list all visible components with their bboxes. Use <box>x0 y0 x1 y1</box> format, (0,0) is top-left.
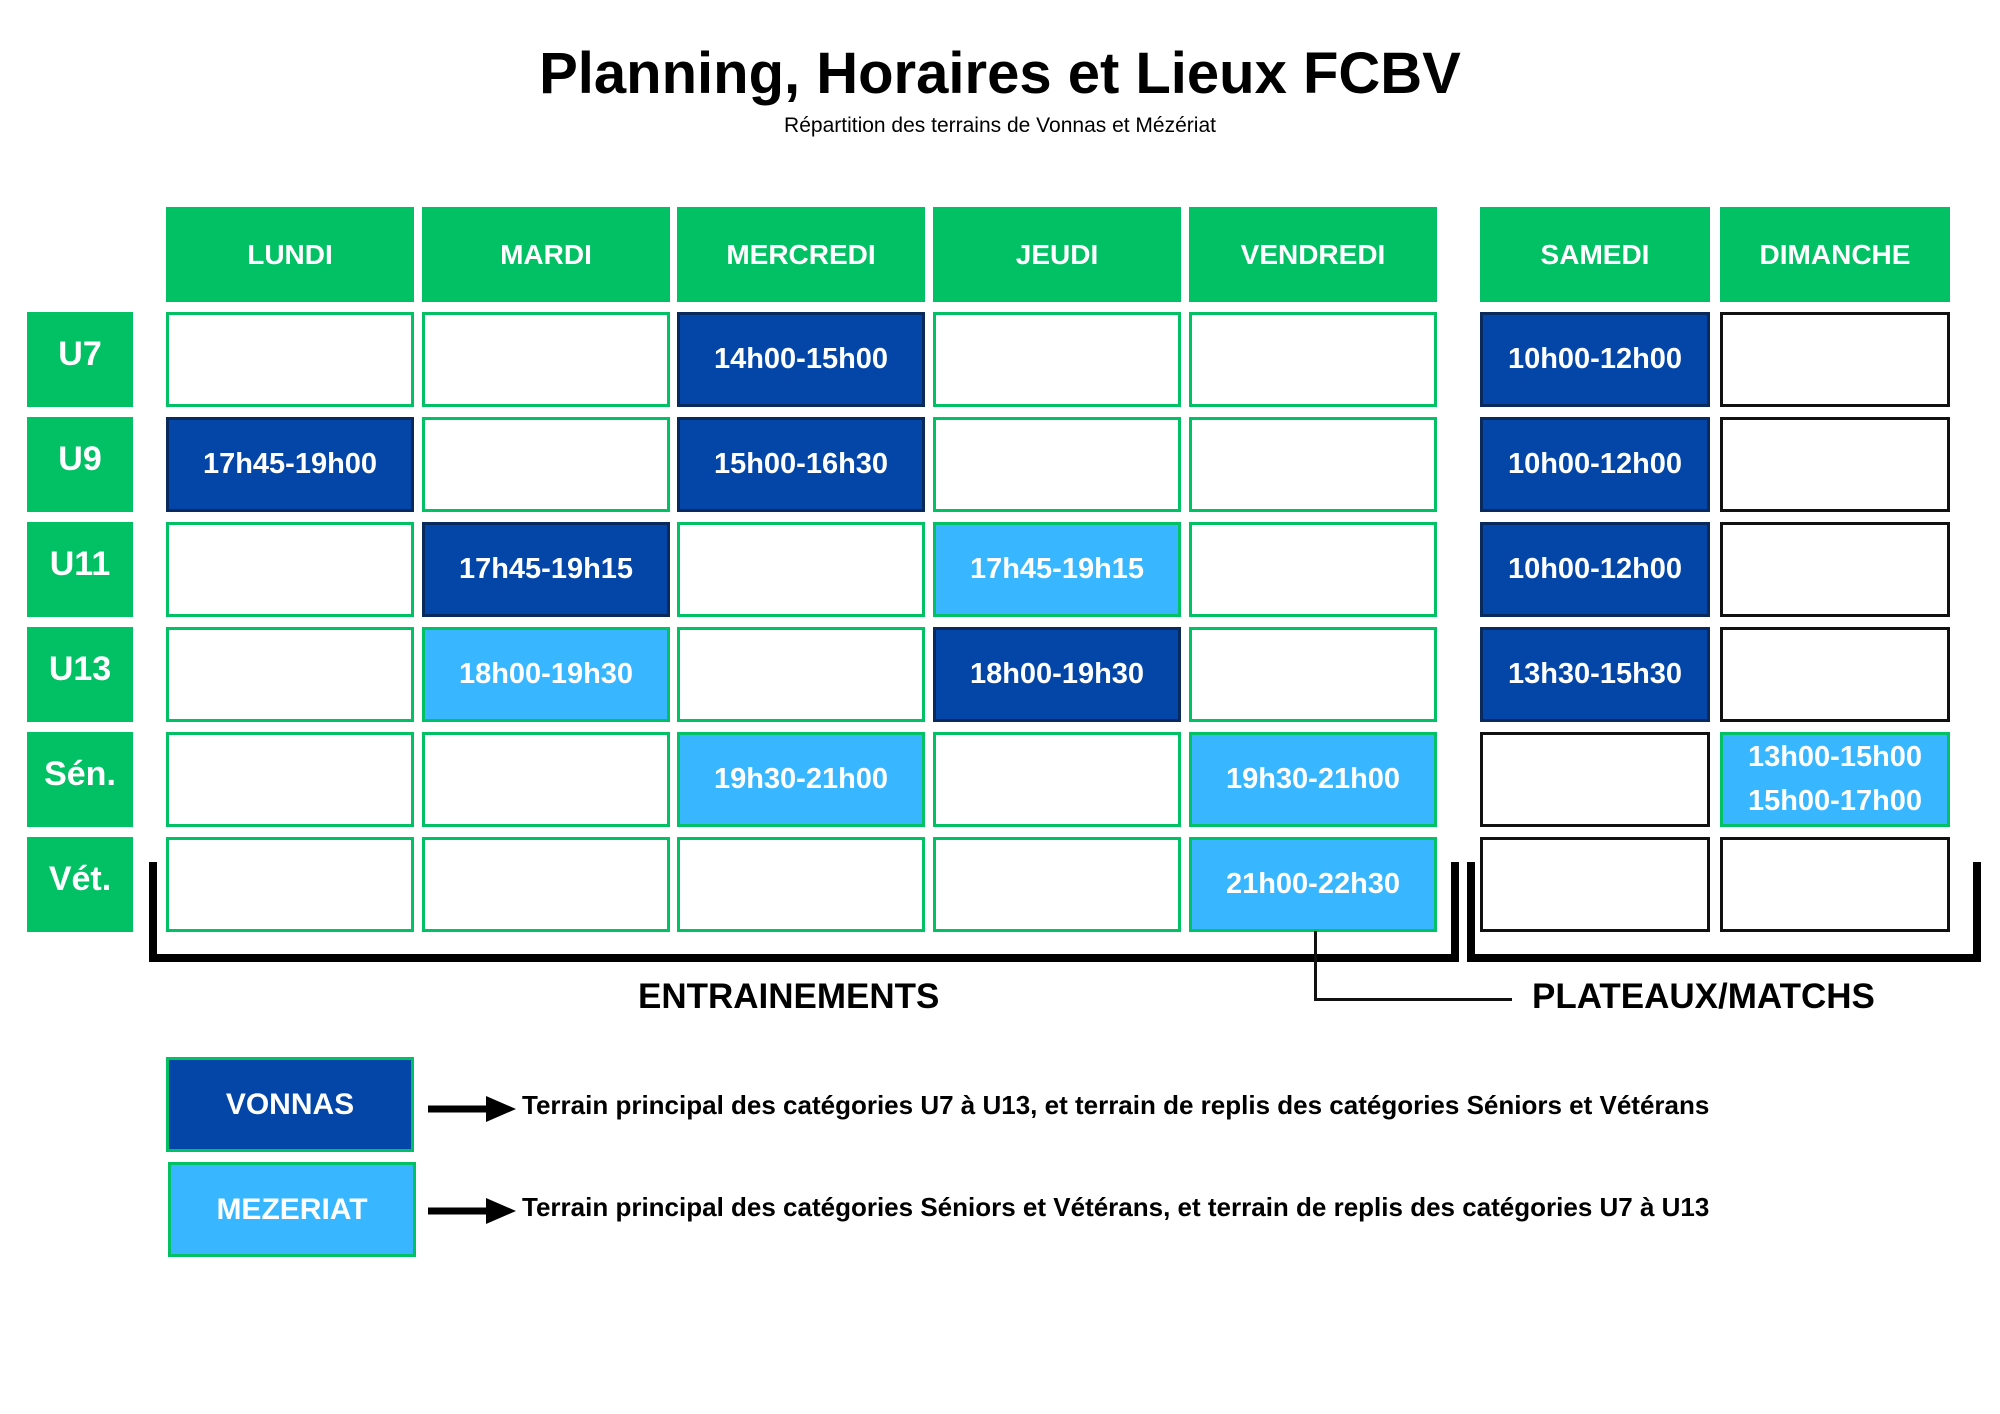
schedule-slot: 13h30-15h30 <box>1480 627 1710 722</box>
schedule-slot-empty <box>166 732 414 827</box>
schedule-slot-empty <box>1720 522 1950 617</box>
slot-time: 15h00-16h30 <box>713 447 889 480</box>
slot-time: 17h45-19h00 <box>202 447 378 480</box>
schedule-slot-empty <box>1480 732 1710 827</box>
connector-line-vertical <box>1314 931 1317 1001</box>
day-header: SAMEDI <box>1480 207 1710 302</box>
schedule-slot: 19h30-21h00 <box>1189 732 1437 827</box>
slot-time: 18h00-19h30 <box>969 657 1145 690</box>
slot-time: 19h30-21h00 <box>1225 762 1401 795</box>
schedule-slot-empty <box>422 312 670 407</box>
schedule-slot-empty <box>677 627 925 722</box>
schedule-slot: 21h00-22h30 <box>1189 837 1437 932</box>
page-title: Planning, Horaires et Lieux FCBV <box>539 41 1461 106</box>
schedule-slot-empty <box>1189 522 1437 617</box>
day-header: LUNDI <box>166 207 414 302</box>
slot-time: 10h00-12h00 <box>1507 342 1683 375</box>
day-header: JEUDI <box>933 207 1181 302</box>
schedule-slot-empty <box>166 837 414 932</box>
schedule-slot-empty <box>1720 312 1950 407</box>
schedule-slot-empty <box>422 417 670 512</box>
schedule-slot: 17h45-19h00 <box>166 417 414 512</box>
schedule-slot-empty <box>1189 417 1437 512</box>
group-label-training: ENTRAINEMENTS <box>638 977 940 1016</box>
schedule-slot-empty <box>422 732 670 827</box>
schedule-slot: 15h00-16h30 <box>677 417 925 512</box>
schedule-slot-empty <box>1720 837 1950 932</box>
schedule-slot-empty <box>933 837 1181 932</box>
schedule-slot: 18h00-19h30 <box>422 627 670 722</box>
schedule-slot-empty <box>677 522 925 617</box>
schedule-slot-empty <box>677 837 925 932</box>
slot-time: 19h30-21h00 <box>713 762 889 795</box>
category-label: U13 <box>27 627 133 722</box>
group-label-matches: PLATEAUX/MATCHS <box>1532 977 1875 1016</box>
schedule-slot-empty <box>166 627 414 722</box>
schedule-slot: 18h00-19h30 <box>933 627 1181 722</box>
schedule-slot: 17h45-19h15 <box>933 522 1181 617</box>
schedule-slot-empty <box>933 312 1181 407</box>
schedule-slot: 17h45-19h15 <box>422 522 670 617</box>
slot-time: 10h00-12h00 <box>1507 447 1683 480</box>
slot-time: 14h00-15h00 <box>713 342 889 375</box>
schedule-slot-empty <box>1480 837 1710 932</box>
category-label: U11 <box>27 522 133 617</box>
schedule-slot-empty <box>166 312 414 407</box>
legend-mezeriat-box: MEZERIAT <box>168 1162 416 1257</box>
schedule-slot-empty <box>1189 627 1437 722</box>
connector-line-horizontal <box>1314 998 1512 1001</box>
category-label: U7 <box>27 312 133 407</box>
slot-time: 10h00-12h00 <box>1507 552 1683 585</box>
schedule-slot-empty <box>1720 627 1950 722</box>
schedule-slot: 13h00-15h00 15h00-17h00 <box>1720 732 1950 827</box>
page-subtitle: Répartition des terrains de Vonnas et Mé… <box>784 114 1216 137</box>
schedule-slot: 14h00-15h00 <box>677 312 925 407</box>
schedule-slot-empty <box>933 417 1181 512</box>
legend-mezeriat-text: Terrain principal des catégories Séniors… <box>522 1192 1710 1222</box>
slot-time: 18h00-19h30 <box>458 657 634 690</box>
day-header: MERCREDI <box>677 207 925 302</box>
schedule-slot: 19h30-21h00 <box>677 732 925 827</box>
legend-vonnas-box: VONNAS <box>166 1057 414 1152</box>
schedule-slot-empty <box>166 522 414 617</box>
category-label: Vét. <box>27 837 133 932</box>
schedule-slot: 10h00-12h00 <box>1480 417 1710 512</box>
category-label: Sén. <box>27 732 133 827</box>
training-bracket <box>149 862 1459 962</box>
slot-time: 17h45-19h15 <box>458 552 634 585</box>
slot-time: 21h00-22h30 <box>1225 867 1401 900</box>
slot-time: 13h30-15h30 <box>1507 657 1683 690</box>
slot-time: 13h00-15h00 <box>1747 741 1923 773</box>
arrow-right-icon <box>428 1198 516 1224</box>
schedule-slot-empty <box>422 837 670 932</box>
slot-time: 15h00-17h00 <box>1747 784 1923 817</box>
schedule-slot-empty <box>933 732 1181 827</box>
legend-vonnas-text: Terrain principal des catégories U7 à U1… <box>522 1090 1710 1120</box>
category-label: U9 <box>27 417 133 512</box>
day-header: VENDREDI <box>1189 207 1437 302</box>
day-header: DIMANCHE <box>1720 207 1950 302</box>
schedule-slot: 10h00-12h00 <box>1480 312 1710 407</box>
matches-bracket <box>1467 862 1981 962</box>
arrow-right-icon <box>428 1096 516 1122</box>
schedule-slot-empty <box>1720 417 1950 512</box>
day-header: MARDI <box>422 207 670 302</box>
schedule-slot-empty <box>1189 312 1437 407</box>
slot-time: 17h45-19h15 <box>969 552 1145 585</box>
schedule-slot: 10h00-12h00 <box>1480 522 1710 617</box>
